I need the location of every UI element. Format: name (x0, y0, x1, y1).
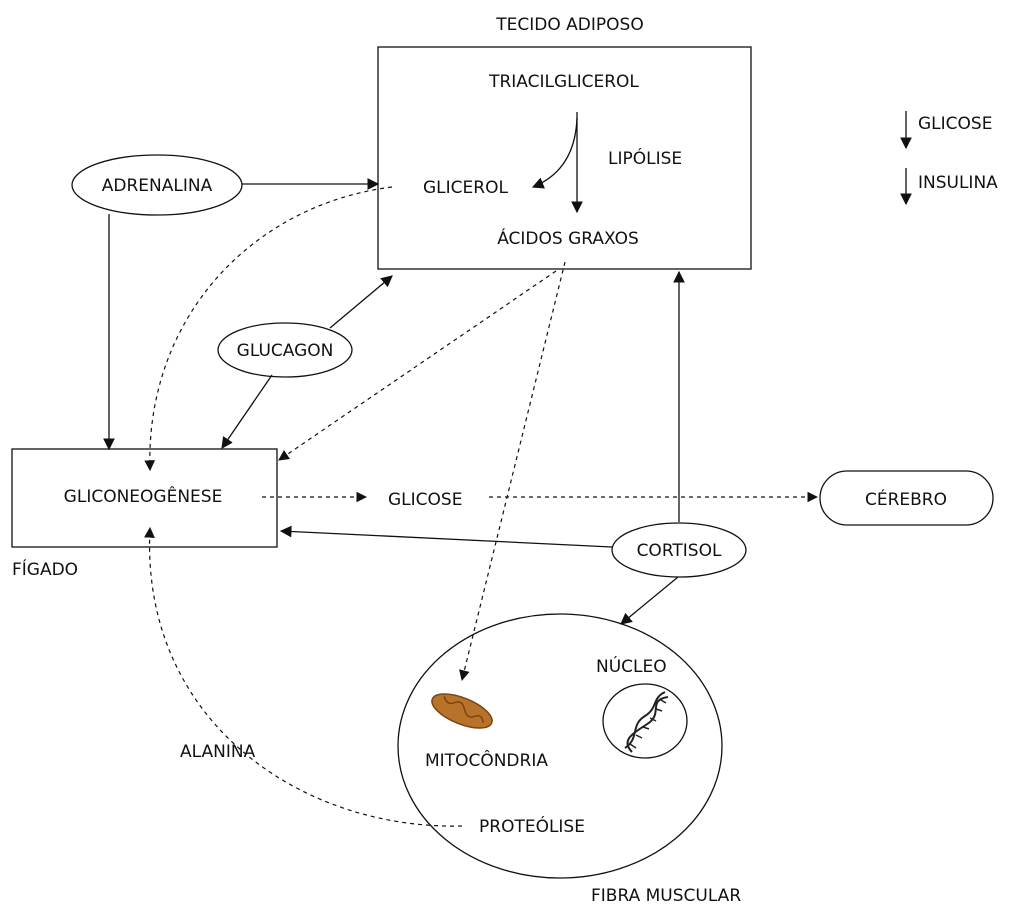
glicerol-label: GLICEROL (423, 178, 508, 198)
glycerol-to-liver-dashed-arrow (144, 186, 393, 472)
brain-box (819, 470, 994, 526)
triacilglicerol-label: TRIACILGLICEROL (488, 72, 639, 92)
glucagon-to-liver-arrow (221, 374, 273, 449)
lipolysis-to-glycerol-arrow (531, 117, 578, 189)
fibra-muscular-label: FIBRA MUSCULAR (591, 886, 741, 906)
adipose-title: TECIDO ADIPOSO (495, 15, 643, 35)
adrenalina-label: ADRENALINA (102, 176, 213, 196)
mitochondria-icon (431, 693, 493, 729)
glucagon-ellipse (217, 322, 353, 378)
glicose-label: GLICOSE (388, 490, 462, 510)
alanina-label: ALANINA (180, 742, 256, 762)
glucagon-to-adipose-arrow (329, 275, 393, 329)
cortisol-ellipse (611, 522, 747, 578)
muscle-fiber-circle (397, 613, 723, 879)
cerebro-label: CÉREBRO (865, 488, 947, 510)
glucagon-label: GLUCAGON (237, 341, 334, 361)
adipose-tissue-box (377, 46, 752, 270)
cortisol-to-liver-arrow (279, 525, 613, 548)
gliconeogenese-label: GLICONEOGÊNESE (64, 485, 223, 507)
cortisol-to-muscle-arrow (620, 576, 679, 625)
insulina-legend-label: INSULINA (918, 173, 998, 193)
proteolysis-to-liver-dashed-arrow (144, 526, 463, 827)
proteolise-label: PROTEÓLISE (479, 815, 585, 837)
cortisol-label: CORTISOL (637, 541, 722, 561)
lipolise-label: LIPÓLISE (608, 147, 682, 169)
adrenalina-ellipse (71, 154, 243, 216)
mitocondria-label: MITOCÔNDRIA (425, 749, 548, 771)
dna-helix-icon (624, 691, 669, 753)
nucleus-circle (602, 683, 688, 759)
figado-label: FÍGADO (12, 558, 78, 580)
nucleo-label: NÚCLEO (596, 655, 667, 677)
acidos-graxos-label: ÁCIDOS GRAXOS (497, 227, 639, 249)
glicose-legend-label: GLICOSE (918, 114, 992, 134)
